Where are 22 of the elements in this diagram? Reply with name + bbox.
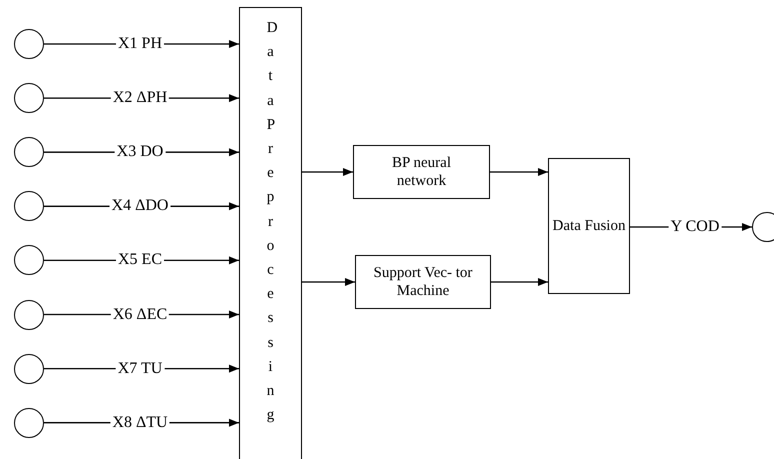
circle-node	[14, 408, 44, 438]
box-label: BP neural network	[390, 154, 452, 190]
process-box	[548, 158, 630, 294]
edge-label: X6 ΔEC	[110, 306, 170, 322]
circle-node	[14, 83, 44, 114]
circle-node	[14, 191, 44, 222]
process-box	[239, 7, 302, 459]
circle-node	[14, 300, 44, 330]
arrow	[490, 168, 548, 176]
circle-node	[14, 354, 44, 384]
process-box	[355, 255, 491, 309]
process-box	[353, 145, 490, 199]
circle-node	[14, 137, 44, 168]
arrow	[302, 278, 355, 286]
box-label: Data Fusion	[552, 217, 626, 235]
arrow	[491, 278, 548, 286]
arrow	[302, 168, 353, 176]
box-label: Support Vec- tor Machine	[372, 264, 474, 300]
circle-node	[14, 245, 44, 276]
box-label: Data Preprocessing	[266, 19, 274, 426]
circle-node	[14, 29, 44, 59]
circle-node	[752, 212, 774, 242]
